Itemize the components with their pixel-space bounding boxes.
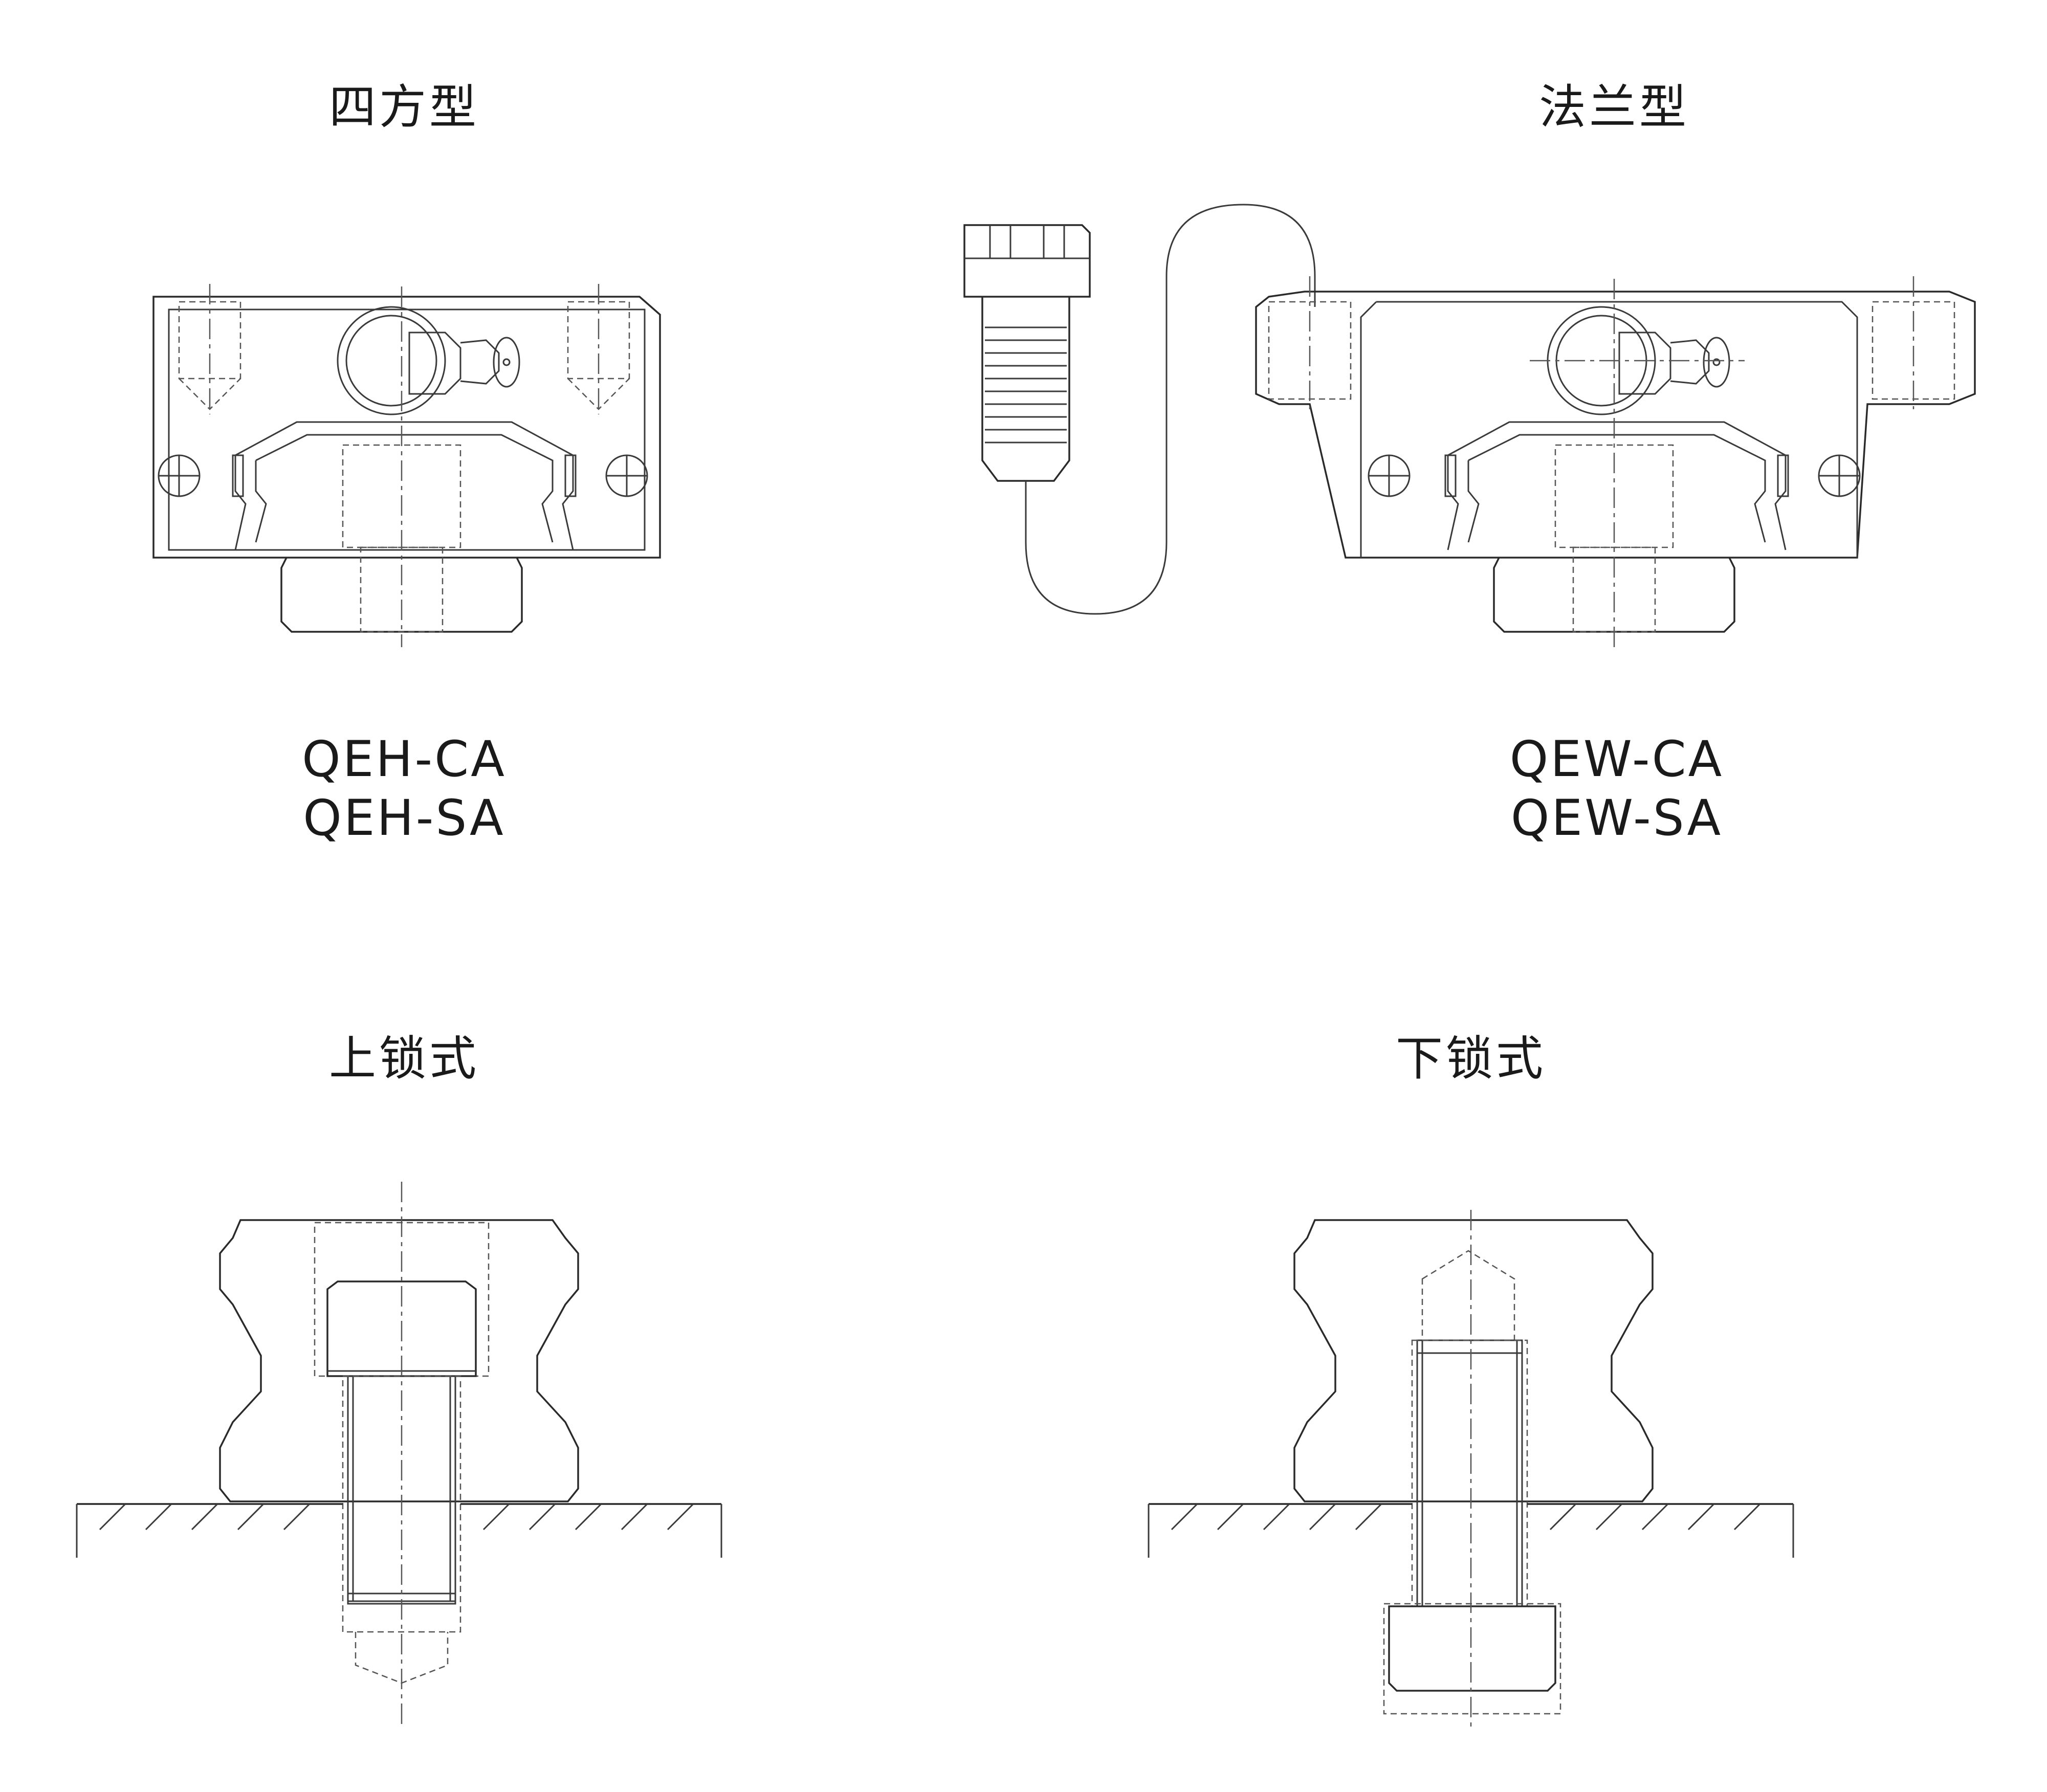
mounting-bolt-drawing xyxy=(963,204,1316,615)
bottom-lock-drawing xyxy=(1148,1210,1794,1727)
square-type-title: 四方型 xyxy=(328,80,479,135)
bottom-lock-title: 下锁式 xyxy=(1395,1031,1546,1086)
flange-type-block-drawing xyxy=(1255,276,1976,647)
flange-type-model-2: QEW-SA xyxy=(1510,789,1723,847)
square-type-model-2: QEH-SA xyxy=(303,789,505,847)
top-lock-drawing xyxy=(76,1182,722,1724)
square-type-model-1: QEH-CA xyxy=(302,731,507,788)
flange-type-model-1: QEW-CA xyxy=(1509,731,1724,788)
top-lock-title: 上锁式 xyxy=(328,1031,479,1086)
square-type-block-drawing xyxy=(152,284,661,647)
flange-type-title: 法兰型 xyxy=(1538,80,1689,135)
